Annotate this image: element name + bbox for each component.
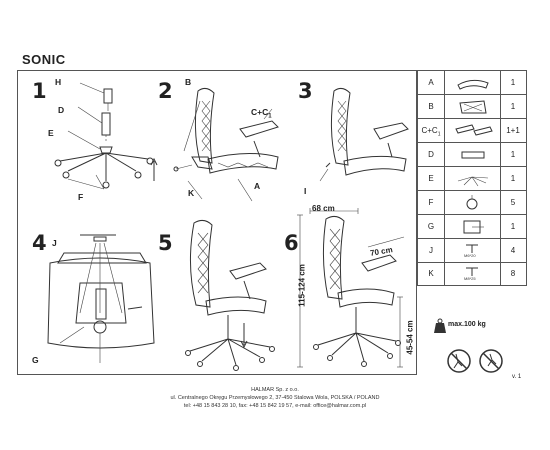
label-i: I <box>304 186 307 196</box>
label-e: E <box>48 128 54 138</box>
label-h: H <box>55 77 62 87</box>
step-4-illustration <box>47 234 155 363</box>
step-3-illustration <box>319 87 409 182</box>
step-1-illustration <box>54 82 158 190</box>
part-a-icon <box>444 71 501 94</box>
step-number-3: 3 <box>298 79 313 103</box>
part-c-icon <box>444 119 501 142</box>
parts-row-g: G 1 <box>418 215 526 239</box>
parts-row-e: E 1 <box>418 167 526 191</box>
label-c: C+C1 <box>251 107 272 120</box>
part-k-icon: M8*25 <box>444 262 501 285</box>
parts-row-a: A 1 <box>418 71 526 95</box>
parts-row-k: K M8*25 8 <box>418 262 526 286</box>
dimension-width: 68 cm <box>312 204 335 213</box>
parts-row-c: C+C1 1+1 <box>418 119 526 143</box>
label-g: G <box>32 355 39 365</box>
dimension-height: 115-124 cm <box>297 264 307 307</box>
part-g-icon <box>444 215 501 238</box>
step-number-5: 5 <box>158 231 173 255</box>
no-standing-icon <box>447 349 471 373</box>
step-2-illustration <box>173 87 279 202</box>
parts-table-lower: J M6*20 4 K M8*25 8 <box>417 238 527 286</box>
part-j-icon: M6*20 <box>444 239 501 262</box>
company-footer: HALMAR Sp. z o.o. ul. Centralnego Okręgu… <box>0 386 550 410</box>
label-a: A <box>254 181 261 191</box>
parts-row-f: F 5 <box>418 191 526 215</box>
max-load-label: max.100 kg <box>448 321 486 328</box>
no-kneeling-icon <box>479 349 503 373</box>
part-e-icon <box>444 167 501 190</box>
label-b: B <box>185 77 192 87</box>
weight-icon <box>434 318 446 333</box>
parts-row-b: B 1 <box>418 95 526 119</box>
parts-row-d: D 1 <box>418 143 526 167</box>
part-b-icon <box>444 95 501 118</box>
part-f-icon <box>444 191 501 214</box>
step-number-4: 4 <box>32 231 47 255</box>
label-k: K <box>188 188 195 198</box>
step-number-6: 6 <box>284 231 299 255</box>
label-j: J <box>52 238 57 248</box>
footer-company: HALMAR Sp. z o.o. <box>251 387 299 393</box>
dimension-seat-height: 45-54 cm <box>405 320 415 355</box>
label-d: D <box>58 105 65 115</box>
step-number-1: 1 <box>32 79 47 103</box>
footer-address: ul. Centralnego Okręgu Przemysłowego 2, … <box>170 395 380 401</box>
step-6-illustration <box>297 208 405 368</box>
version-label: v. 1 <box>512 374 522 380</box>
step-number-2: 2 <box>158 79 173 103</box>
label-f: F <box>78 192 84 202</box>
product-title: SONIC <box>22 52 66 67</box>
part-d-icon <box>444 143 501 166</box>
footer-contact: tel: +48 15 843 28 10, fax: +48 15 842 1… <box>183 403 367 409</box>
parts-row-j: J M6*20 4 <box>418 239 526 263</box>
instruction-frame: 1 2 3 4 5 6 H D E F <box>17 70 417 375</box>
step-5-illustration <box>185 219 275 371</box>
